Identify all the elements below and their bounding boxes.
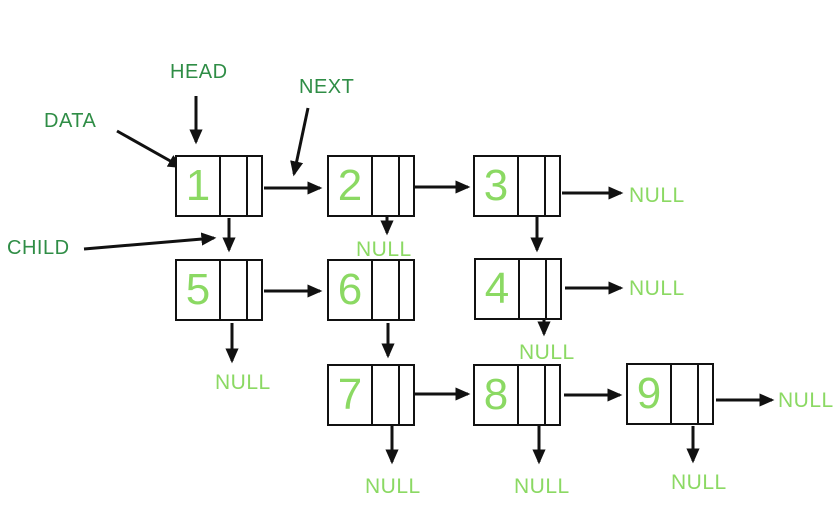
node-9-child-cell [696,365,712,423]
next-pointer-arrow [290,107,310,177]
null-child-of-9: NULL [671,471,727,494]
node-7: 7 [327,364,415,426]
node-3-child-cell [543,157,559,215]
node-6: 6 [327,259,415,321]
node-4-child-cell [544,260,560,318]
node-8-data: 8 [483,370,509,419]
node-9-data: 9 [636,369,662,418]
null-next-of-3: NULL [629,184,685,207]
next-label: NEXT [299,76,355,98]
data-pointer-arrow [116,129,184,169]
null-child-of-7: NULL [365,475,421,498]
node-5-data: 5 [185,265,211,314]
node-2-data: 2 [337,161,363,210]
node-1-data: 1 [185,161,211,210]
node-6-child-cell [397,261,413,319]
null-child-of-5: NULL [215,371,271,394]
node-2-child-cell [397,157,413,215]
node-3-data: 3 [483,161,509,210]
node-4-data: 4 [484,264,510,313]
null-next-of-9: NULL [778,389,834,412]
node-2-next-cell [371,157,398,215]
data-label: DATA [44,110,97,132]
node-1: 1 [175,155,263,217]
child-label: CHILD [7,237,70,259]
node-5-child-cell [245,261,261,319]
node-8-child-cell [543,366,559,424]
node-6-data: 6 [337,265,363,314]
node-6-next-cell [371,261,398,319]
null-child-of-4: NULL [519,341,575,364]
null-child-of-8: NULL [514,475,570,498]
child-pointer-arrow [83,232,217,251]
node-1-next-cell [219,157,246,215]
node-7-next-cell [371,366,398,424]
node-7-data: 7 [337,370,363,419]
node-4-next-cell [518,260,545,318]
node-9: 9 [626,363,714,425]
node-5: 5 [175,259,263,321]
node-8-next-cell [517,366,544,424]
node-8: 8 [473,364,561,426]
null-child-of-2: NULL [356,238,412,261]
node-5-next-cell [219,261,246,319]
node-1-child-cell [245,157,261,215]
node-3: 3 [473,155,561,217]
head-label: HEAD [170,61,228,83]
null-next-of-4: NULL [629,277,685,300]
node-2: 2 [327,155,415,217]
node-9-next-cell [670,365,697,423]
node-4: 4 [474,258,562,320]
node-7-child-cell [397,366,413,424]
node-3-next-cell [517,157,544,215]
